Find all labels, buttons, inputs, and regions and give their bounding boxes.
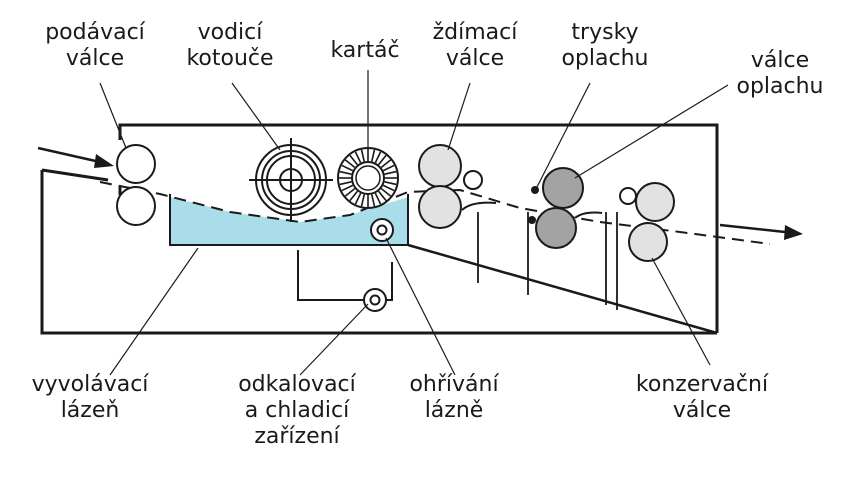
brush-bristle: [360, 194, 365, 207]
brush-bristle: [382, 184, 395, 192]
brush-bristle: [382, 164, 395, 172]
label-brush: kartáč: [330, 38, 400, 63]
brush-bristle: [349, 154, 359, 166]
dividers: [477, 212, 618, 310]
film-path: [99, 181, 771, 245]
brush-bristle: [371, 149, 376, 162]
leader-lines: [99, 70, 729, 376]
conserving-rollers: [619, 182, 675, 262]
brush-bristle: [341, 184, 354, 192]
brush-bristle: [377, 154, 387, 166]
brush-bristle: [360, 149, 365, 162]
brush-bristle: [384, 181, 397, 186]
guide-plates: [461, 201, 603, 219]
brush: [337, 147, 399, 209]
output-arrow: [719, 223, 803, 240]
descaling-unit: [363, 288, 387, 312]
bath-tank: [169, 194, 718, 335]
rinse-jets: [528, 186, 539, 224]
descaling-loop: [297, 250, 393, 301]
rinse-rollers: [535, 167, 584, 249]
brush-bristle: [341, 164, 354, 172]
guide-disks: [249, 138, 333, 222]
brush-bristle: [371, 194, 376, 207]
brush-bristle: [380, 187, 392, 197]
brush-bristle: [377, 190, 387, 202]
brush-bristle: [339, 181, 352, 186]
brush-bristle: [384, 170, 397, 175]
brush-bristle: [354, 151, 362, 164]
brush-bristle: [349, 190, 359, 202]
bath-heater: [370, 218, 394, 242]
brush-bristle: [339, 170, 352, 175]
brush-bristle: [380, 159, 392, 169]
brush-bristle: [374, 192, 382, 205]
brush-bristle: [374, 151, 382, 164]
input-arrow: [37, 146, 114, 168]
feed-rollers: [116, 144, 156, 226]
squeeze-rollers: [418, 144, 483, 229]
brush-bristle: [344, 187, 356, 197]
brush-bristle: [354, 192, 362, 205]
brush-bristle: [344, 159, 356, 169]
